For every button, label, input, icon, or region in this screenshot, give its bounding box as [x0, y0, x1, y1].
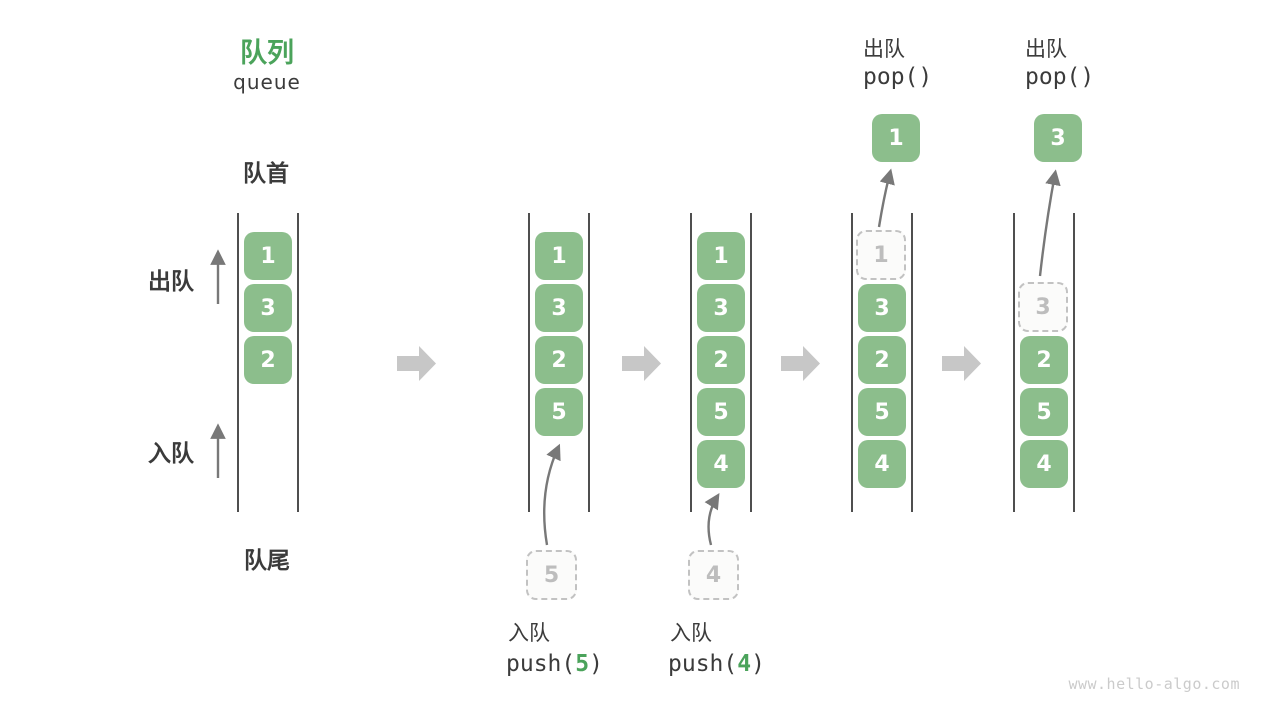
incoming-item: 5 [526, 550, 577, 600]
queue-wall-left [237, 213, 239, 512]
queue-item: 5 [697, 388, 745, 436]
dequeue-side-label: 出队 [148, 268, 194, 294]
queue-rear-label: 队尾 [244, 547, 290, 573]
queue-wall-right [297, 213, 299, 512]
queue-item: 1 [697, 232, 745, 280]
diagram-title-en: queue [233, 70, 301, 94]
op-action-label: 出队 [1025, 38, 1067, 61]
pop-1-arrow [877, 168, 895, 228]
transition-arrow-1 [397, 346, 436, 381]
incoming-item: 4 [688, 550, 739, 600]
queue-item-dashed: 1 [856, 230, 906, 280]
queue-item: 1 [535, 232, 583, 280]
diagram-title-zh: 队列 [240, 38, 294, 68]
queue-wall-right [750, 213, 752, 512]
transition-arrow-4 [942, 346, 981, 381]
op-code-label: push(5) [506, 651, 603, 677]
queue-wall-right [911, 213, 913, 512]
queue-wall-left [851, 213, 853, 512]
queue-wall-right [1073, 213, 1075, 512]
queue-item: 3 [858, 284, 906, 332]
queue-wall-left [528, 213, 530, 512]
queue-front-label: 队首 [243, 160, 289, 186]
queue-item: 5 [535, 388, 583, 436]
queue-item: 3 [535, 284, 583, 332]
op-code-text: pop() [1025, 64, 1095, 90]
queue-item: 2 [535, 336, 583, 384]
queue-wall-right [588, 213, 590, 512]
op-code-text: push( [668, 651, 738, 677]
queue-item: 3 [244, 284, 292, 332]
queue-item: 2 [697, 336, 745, 384]
queue-item: 2 [244, 336, 292, 384]
queue-wall-left [690, 213, 692, 512]
op-code-text: ) [589, 651, 603, 677]
op-code-arg: 4 [737, 651, 752, 677]
op-action-label: 入队 [508, 622, 550, 645]
op-code-label: push(4) [668, 651, 765, 677]
op-code-label: pop() [863, 64, 932, 90]
op-code-text: pop() [863, 64, 933, 90]
queue-item: 3 [697, 284, 745, 332]
queue-item: 4 [858, 440, 906, 488]
popped-item: 3 [1034, 114, 1082, 162]
op-code-text: push( [506, 651, 576, 677]
transition-arrow-3 [781, 346, 820, 381]
queue-item: 2 [858, 336, 906, 384]
queue-item-dashed: 3 [1018, 282, 1068, 332]
queue-item: 2 [1020, 336, 1068, 384]
queue-item: 4 [1020, 440, 1068, 488]
queue-item: 4 [697, 440, 745, 488]
queue-wall-left [1013, 213, 1015, 512]
watermark: www.hello-algo.com [1068, 675, 1240, 693]
popped-item: 1 [872, 114, 920, 162]
transition-arrow-2 [622, 346, 661, 381]
op-action-label: 入队 [670, 622, 712, 645]
queue-item: 5 [858, 388, 906, 436]
queue-item: 1 [244, 232, 292, 280]
op-action-label: 出队 [863, 38, 905, 61]
op-code-label: pop() [1025, 64, 1094, 90]
op-code-text: ) [751, 651, 765, 677]
push-5-arrow [543, 443, 561, 546]
push-4-arrow [704, 493, 720, 546]
pop-3-arrow [1038, 169, 1061, 277]
enqueue-side-label: 入队 [148, 440, 194, 466]
op-code-arg: 5 [575, 651, 590, 677]
queue-item: 5 [1020, 388, 1068, 436]
